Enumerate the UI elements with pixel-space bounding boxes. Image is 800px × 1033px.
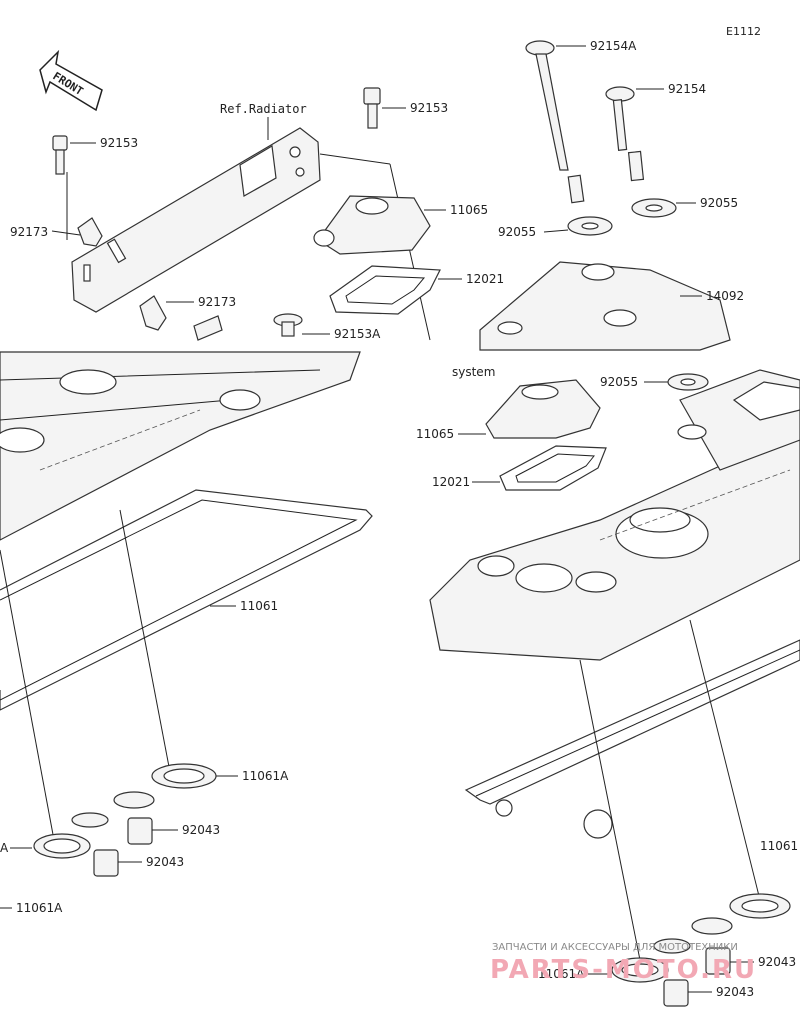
- watermark-logo: PARTS-MOTO.RU: [490, 955, 757, 985]
- label-12021-lower: 12021: [432, 475, 470, 489]
- label-12021-upper: 12021: [466, 272, 504, 286]
- breather-cover-11065-lower: [485, 379, 601, 439]
- ref-system-label: system: [452, 365, 495, 379]
- gasket-11061-left: [0, 489, 373, 711]
- bolt-92154: [605, 86, 645, 182]
- label-92173-right: 92173: [198, 295, 236, 309]
- clamp-92173-lower: [139, 295, 167, 331]
- label-11061-right: 11061: [760, 839, 798, 853]
- dowel-92043-left-b: [93, 849, 119, 877]
- label-14092: 14092: [706, 289, 744, 303]
- label-92043-right-a: 92043: [758, 955, 796, 969]
- clamp-92173-upper: [77, 217, 103, 247]
- gasket-12021-lower: [499, 445, 607, 491]
- dowel-92043-right-a: [705, 947, 731, 975]
- label-92153-left: 92153: [100, 136, 138, 150]
- bolt-92154A: [525, 40, 585, 204]
- breather-cover-11065-upper: [313, 195, 431, 255]
- gasket-11061-right: [464, 639, 800, 805]
- label-92154: 92154: [668, 82, 706, 96]
- dowel-92043-right-b: [663, 979, 689, 1007]
- label-11061A-right: 11061A: [538, 967, 585, 981]
- label-92043-left-b: 92043: [146, 855, 184, 869]
- label-11065-upper: 11065: [450, 203, 488, 217]
- label-11061-left: 11061: [240, 599, 278, 613]
- screw-92153A: [273, 313, 303, 337]
- front-arrow-icon: FRONT: [39, 49, 103, 112]
- label-92154A: 92154A: [590, 39, 637, 53]
- bolt-92153-left: [52, 135, 68, 175]
- label-92055-right: 92055: [700, 196, 738, 210]
- label-92055-left: 92055: [498, 225, 536, 239]
- label-11065-lower: 11065: [416, 427, 454, 441]
- label-11061A-upper-left: 11061A: [242, 769, 289, 783]
- cylinder-head-cover-left: [0, 351, 361, 541]
- gasket-12021-upper: [329, 265, 441, 315]
- label-92153A: 92153A: [334, 327, 381, 341]
- watermark-tagline: ЗАПЧАСТИ И АКСЕССУАРЫ ДЛЯ МОТОТЕХНИКИ: [492, 942, 738, 953]
- label-92173-left: 92173: [10, 225, 48, 239]
- label-92153-center: 92153: [410, 101, 448, 115]
- cylinder-head-cover-right: [429, 369, 800, 661]
- label-11061A-lower-left: 11061A: [16, 901, 63, 915]
- label-92043-right-b: 92043: [716, 985, 754, 999]
- dowel-92043-left-a: [127, 817, 153, 845]
- label-92055-lower: 92055: [600, 375, 638, 389]
- label-11061A-edge: A: [0, 841, 9, 855]
- bolt-92153-center: [363, 87, 381, 129]
- radiator-bracket: [71, 127, 321, 313]
- cover-14092: [479, 261, 731, 351]
- ref-radiator-label: Ref.Radiator: [220, 102, 307, 116]
- diagram-code: E1112: [726, 25, 761, 38]
- label-92043-left-a: 92043: [182, 823, 220, 837]
